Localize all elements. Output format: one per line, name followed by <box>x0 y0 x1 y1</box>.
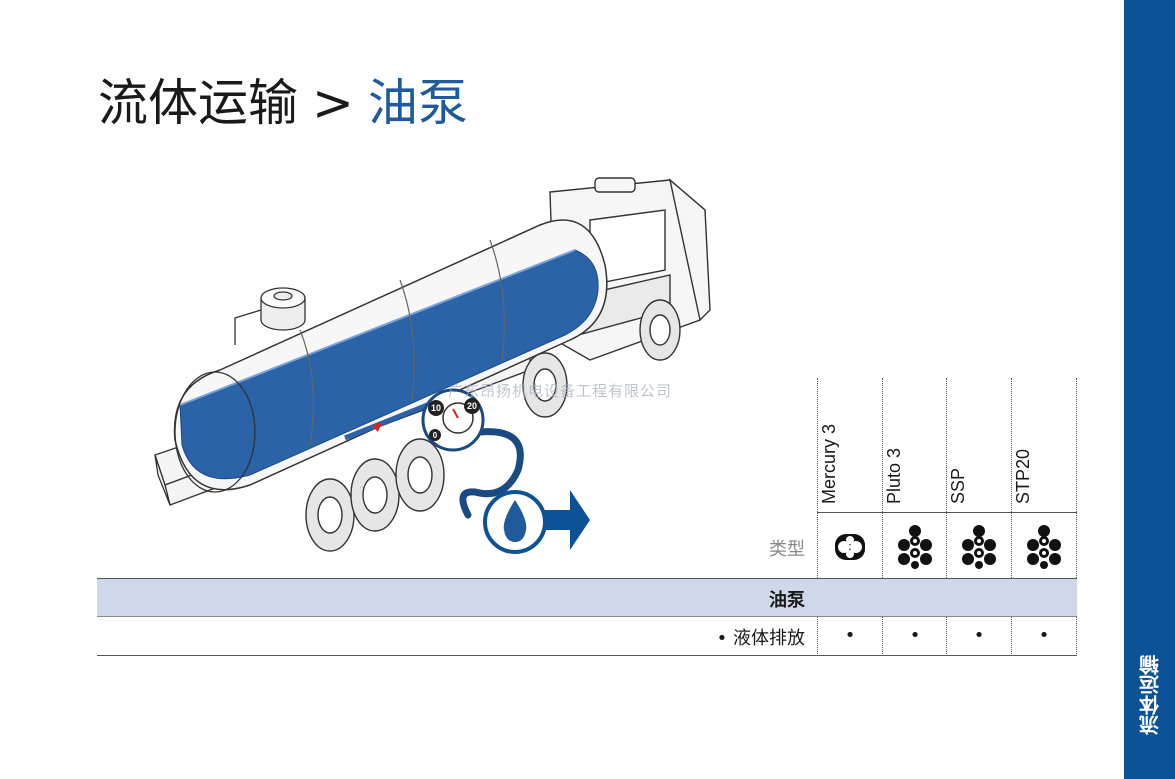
column-divider <box>946 378 947 656</box>
tank-manhole <box>234 287 306 345</box>
watermark-text: 广东昂扬机电设备工程有限公司 <box>448 382 673 400</box>
gauge-mark-10: 10 <box>431 403 441 413</box>
wheels <box>305 299 681 552</box>
type-label: 类型 <box>769 539 805 560</box>
tri-lobe-rotor-icon <box>883 516 947 578</box>
section-label: 油泵 <box>769 590 805 611</box>
pump-gauge: 10 20 0 <box>421 388 485 452</box>
gauge-mark-0: 0 <box>433 431 438 440</box>
title-separator: > <box>312 74 354 132</box>
column-header-stp20: STP20 <box>1013 448 1033 504</box>
column-header-pluto-3: Pluto 3 <box>884 447 904 504</box>
tank-body <box>173 219 608 493</box>
table-cell: • <box>1038 625 1050 646</box>
section-band <box>97 578 1077 616</box>
column-divider <box>817 378 818 656</box>
row-label-liquid-discharge: • 液体排放 <box>716 628 805 649</box>
table-cell: • <box>973 625 985 646</box>
tanker-truck-illustration: 10 20 0 <box>154 177 711 554</box>
sidebar-bar <box>1124 0 1175 779</box>
page-title-main: 流体运输 <box>98 74 298 132</box>
liquid-output-icon <box>483 490 590 554</box>
column-divider <box>1011 378 1012 656</box>
tri-lobe-rotor-icon <box>947 516 1011 578</box>
table-bottom-rule <box>97 655 1077 656</box>
sidebar-label: 流体运输 <box>1138 655 1163 735</box>
page-title: 流体运输>油泵 <box>98 68 468 138</box>
lobe-rotor-icon <box>818 516 882 578</box>
table-cell: • <box>909 625 921 646</box>
page-title-sub: 油泵 <box>367 74 468 132</box>
section-top-rule <box>97 578 1077 579</box>
column-header-mercury-3: Mercury 3 <box>819 423 839 504</box>
header-rule <box>817 512 1077 513</box>
column-divider <box>882 378 883 656</box>
discharge-hose <box>459 428 524 519</box>
column-header-ssp: SSP <box>948 467 968 504</box>
section-bottom-rule <box>97 616 1077 617</box>
tri-lobe-rotor-icon <box>1012 516 1076 578</box>
table-cell: • <box>844 625 856 646</box>
column-divider <box>1076 378 1077 656</box>
gauge-mark-20: 20 <box>467 401 477 411</box>
